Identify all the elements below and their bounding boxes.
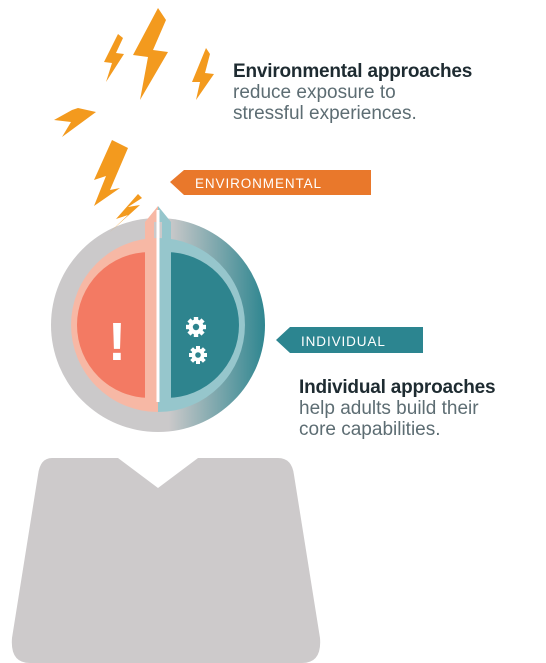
lightning-bolt-icon <box>54 8 214 232</box>
bolt-right-upper <box>192 48 214 100</box>
capability-divider-bar <box>162 222 171 402</box>
individual-tag: INDIVIDUAL <box>276 327 423 353</box>
environmental-tag-label: ENVIRONMENTAL <box>195 176 322 191</box>
environmental-line-1: reduce exposure to <box>233 82 396 103</box>
bolt-big-bottom <box>94 140 128 206</box>
up-arrow-left <box>145 206 158 222</box>
environmental-heading: Environmental approaches <box>233 61 473 82</box>
gears-icon <box>186 317 207 364</box>
exclamation-icon: ! <box>108 312 126 372</box>
bolt-bottom-small <box>110 194 142 232</box>
up-arrow-right <box>158 206 171 222</box>
individual-line-2: core capabilities. <box>299 419 441 440</box>
individual-heading: Individual approaches <box>299 377 496 398</box>
bolt-left-upper <box>104 34 124 82</box>
bolt-left-mid <box>54 108 96 137</box>
environmental-description: Environmental approaches reduce exposure… <box>233 61 472 124</box>
stress-half <box>77 252 150 398</box>
stress-divider-bar <box>145 222 154 402</box>
individual-description: Individual approaches help adults build … <box>299 377 496 440</box>
individual-line-1: help adults build their <box>299 398 479 419</box>
environmental-line-2: stressful experiences. <box>233 103 417 124</box>
environmental-tag: ENVIRONMENTAL <box>170 170 371 195</box>
individual-tag-label: INDIVIDUAL <box>301 334 386 349</box>
bolt-large <box>133 8 168 100</box>
person-body <box>11 458 321 663</box>
